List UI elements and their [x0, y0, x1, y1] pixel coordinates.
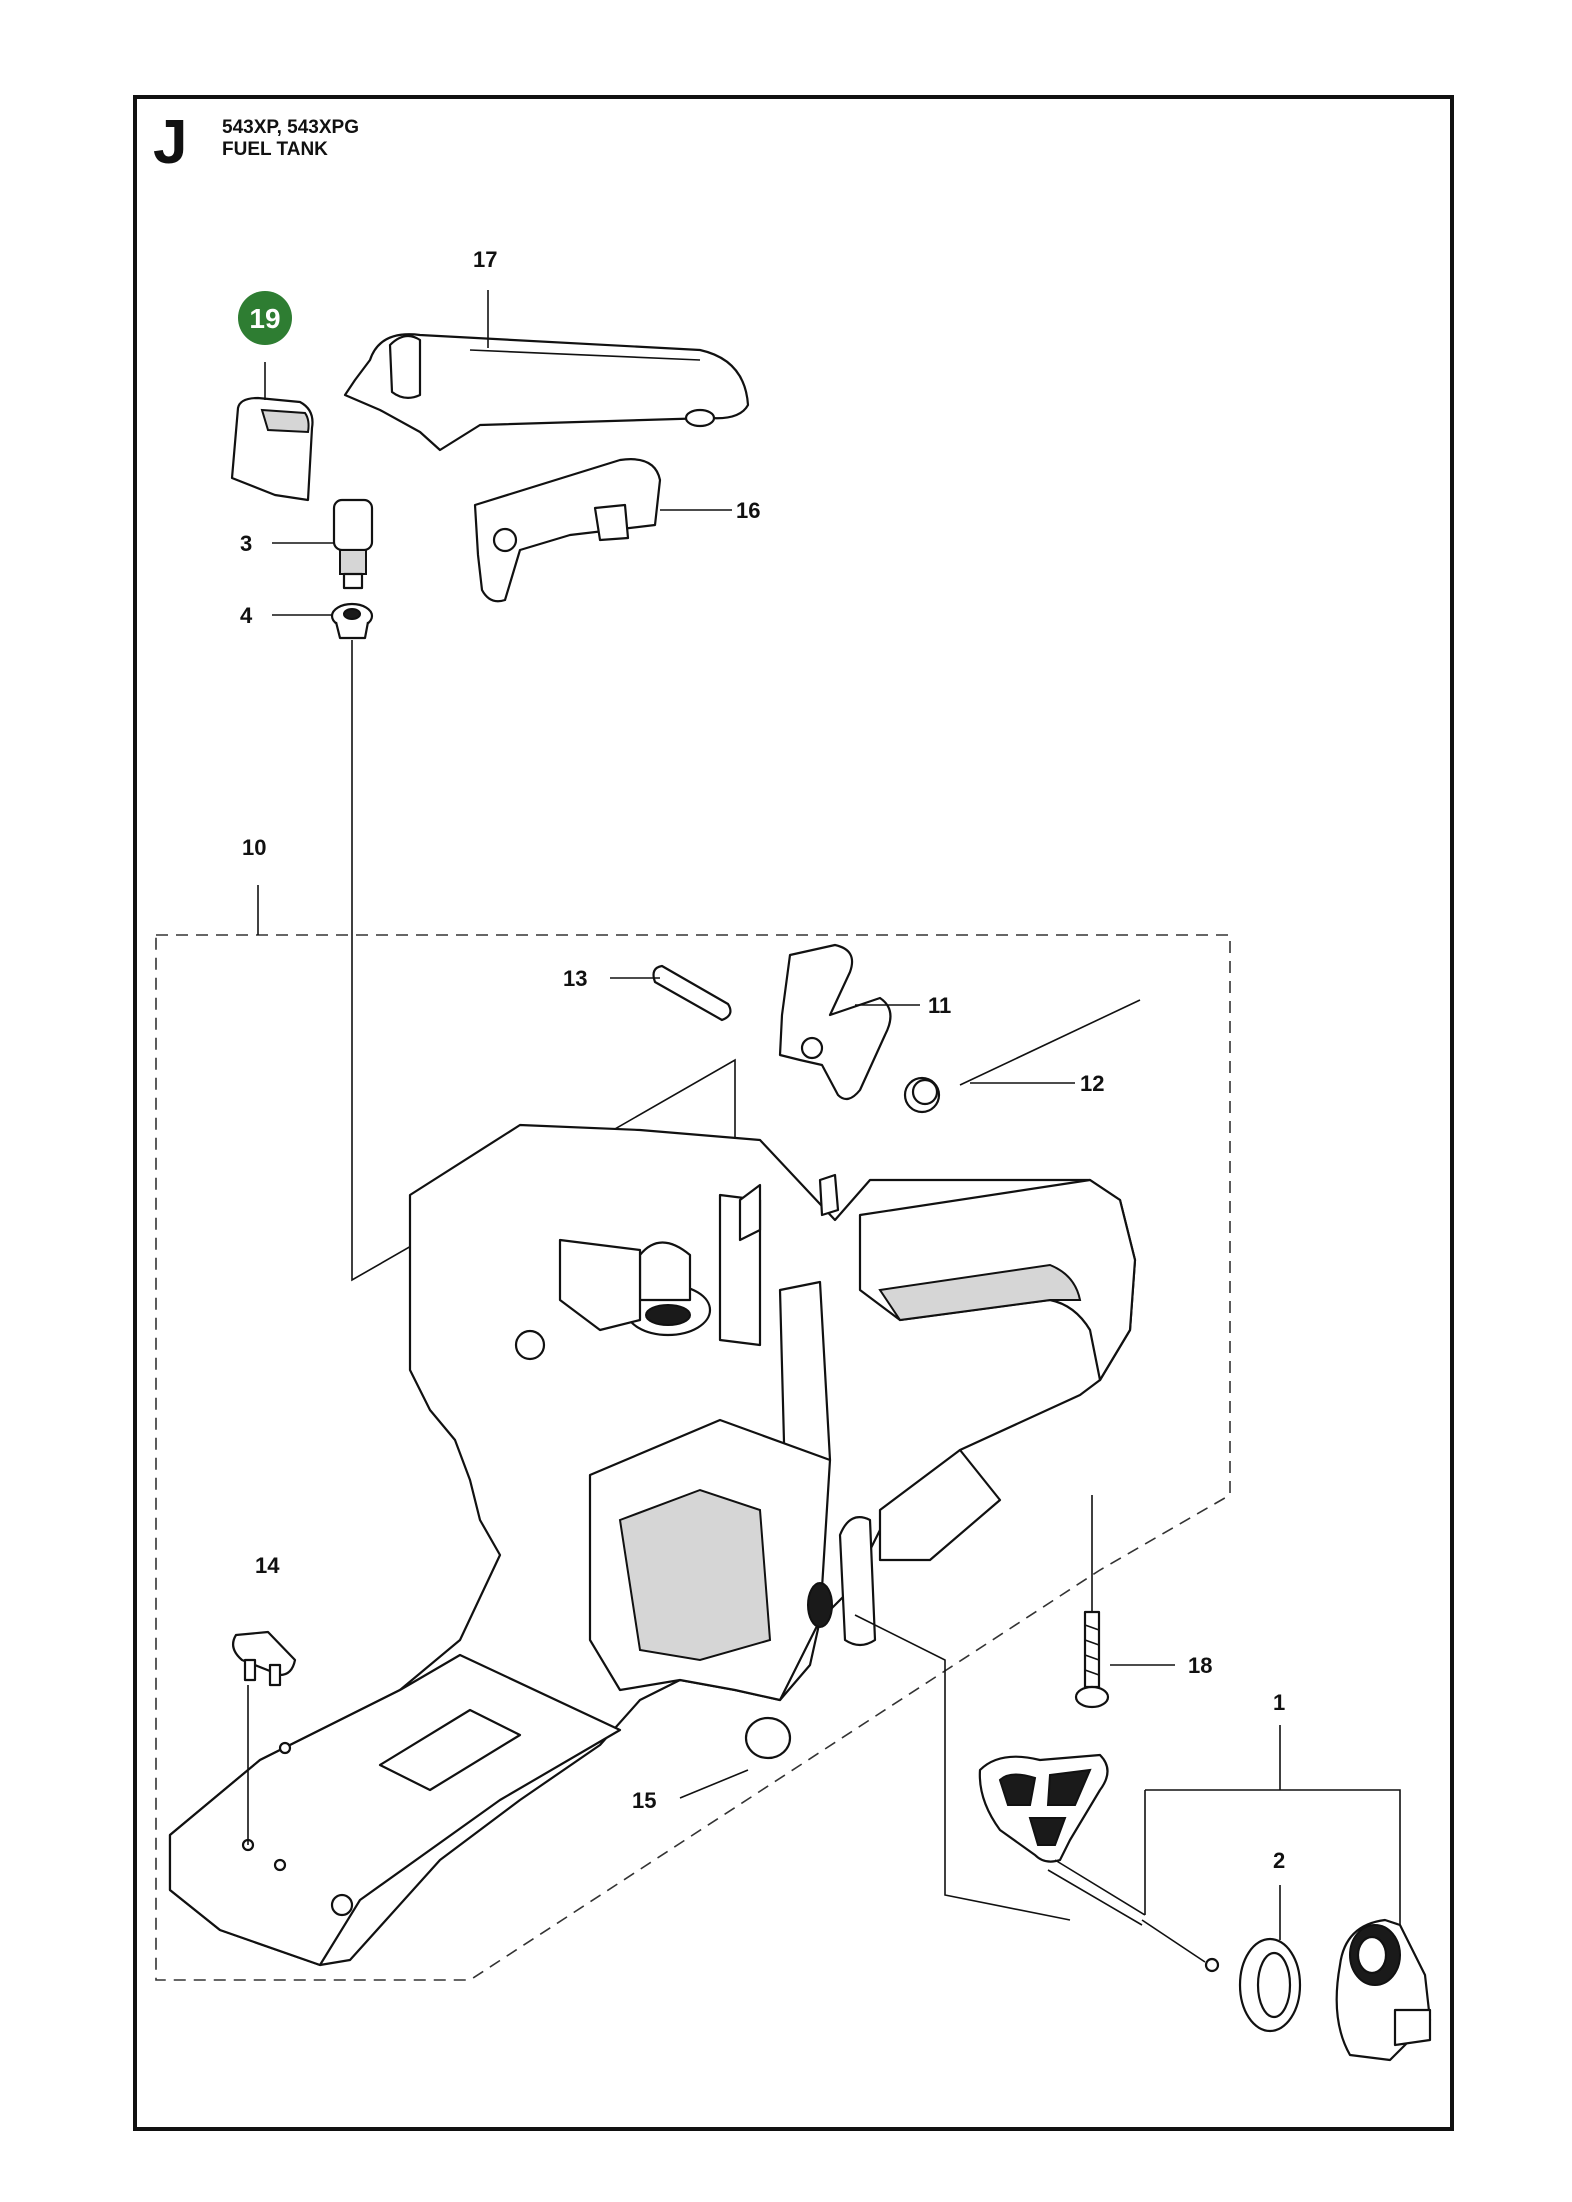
callout-18: 18 — [1188, 1653, 1212, 1678]
fuel-cap — [1335, 1918, 1432, 2062]
callout-10: 10 — [242, 835, 266, 860]
part-14-pin — [231, 1630, 297, 1687]
callout-15: 15 — [632, 1788, 656, 1813]
callout-16: 16 — [736, 498, 760, 523]
callout-14: 14 — [255, 1553, 280, 1578]
badge-19-label: 19 — [249, 303, 280, 334]
part-15-plug — [744, 1716, 792, 1760]
callout-11: 11 — [928, 993, 951, 1018]
part-11-trigger — [778, 943, 892, 1101]
leader-15 — [679, 1769, 749, 1799]
part-18-screw — [1074, 1610, 1110, 1709]
part-4-grommet — [330, 602, 374, 640]
callout-13: 13 — [563, 966, 587, 991]
part-10-tank-body — [168, 1123, 1137, 1967]
part-19-highlight-badge: 19 — [238, 291, 292, 345]
page-frame — [133, 95, 1454, 2131]
part-1-fuel-filter — [978, 1753, 1220, 1973]
model-numbers: 543XP, 543XPG — [222, 117, 359, 138]
callout-3: 3 — [240, 531, 252, 556]
part-17-handle — [343, 333, 750, 452]
assembly-10-boundary — [155, 934, 1231, 1981]
part-3-valve — [332, 498, 374, 590]
callout-17: 17 — [473, 247, 497, 272]
part-12-spring — [903, 999, 1141, 1114]
callout-12: 12 — [1080, 1071, 1104, 1096]
part-16-lever — [473, 458, 662, 603]
part-19-cap — [230, 396, 314, 502]
section-letter: J — [153, 108, 188, 177]
leader-1-bracket — [1145, 1789, 1401, 1925]
part-2-washer — [1238, 1937, 1302, 2033]
page-title: FUEL TANK — [222, 139, 328, 160]
callout-1: 1 — [1273, 1690, 1285, 1715]
part-13-pin — [652, 964, 732, 1022]
callout-4: 4 — [240, 603, 253, 628]
leader-tank-to-filter — [854, 1614, 1071, 1921]
callout-2: 2 — [1273, 1848, 1285, 1873]
